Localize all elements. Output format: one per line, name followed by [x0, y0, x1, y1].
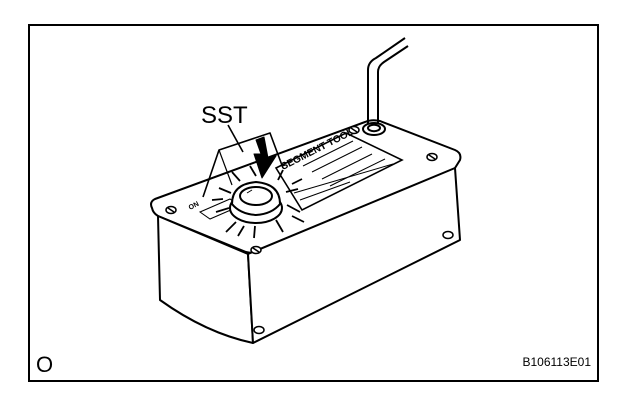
sst-callout-label: SST — [201, 102, 248, 129]
box-right-face — [247, 167, 461, 344]
label-plate — [274, 132, 404, 212]
mounting-screw-icon — [165, 205, 177, 215]
push-arrow-icon — [253, 136, 277, 179]
sst-cover — [202, 132, 284, 198]
figure-code: B106113E01 — [522, 355, 591, 369]
tool-side-label: ON — [188, 201, 201, 212]
label-plate-outline — [274, 132, 404, 212]
mounting-screws — [165, 125, 454, 335]
corner-marker: O — [36, 352, 53, 377]
mounting-screw-icon — [442, 230, 454, 240]
mounting-screw-icon — [250, 245, 262, 255]
label-lines — [293, 140, 394, 201]
sst-leader-line — [227, 124, 244, 153]
mounting-screw-icon — [253, 325, 265, 335]
mounting-screw-icon — [348, 125, 360, 135]
push-button — [229, 180, 283, 224]
sst-cover-edge — [218, 149, 233, 186]
cable — [362, 37, 409, 136]
mounting-screw-icon — [426, 152, 438, 162]
